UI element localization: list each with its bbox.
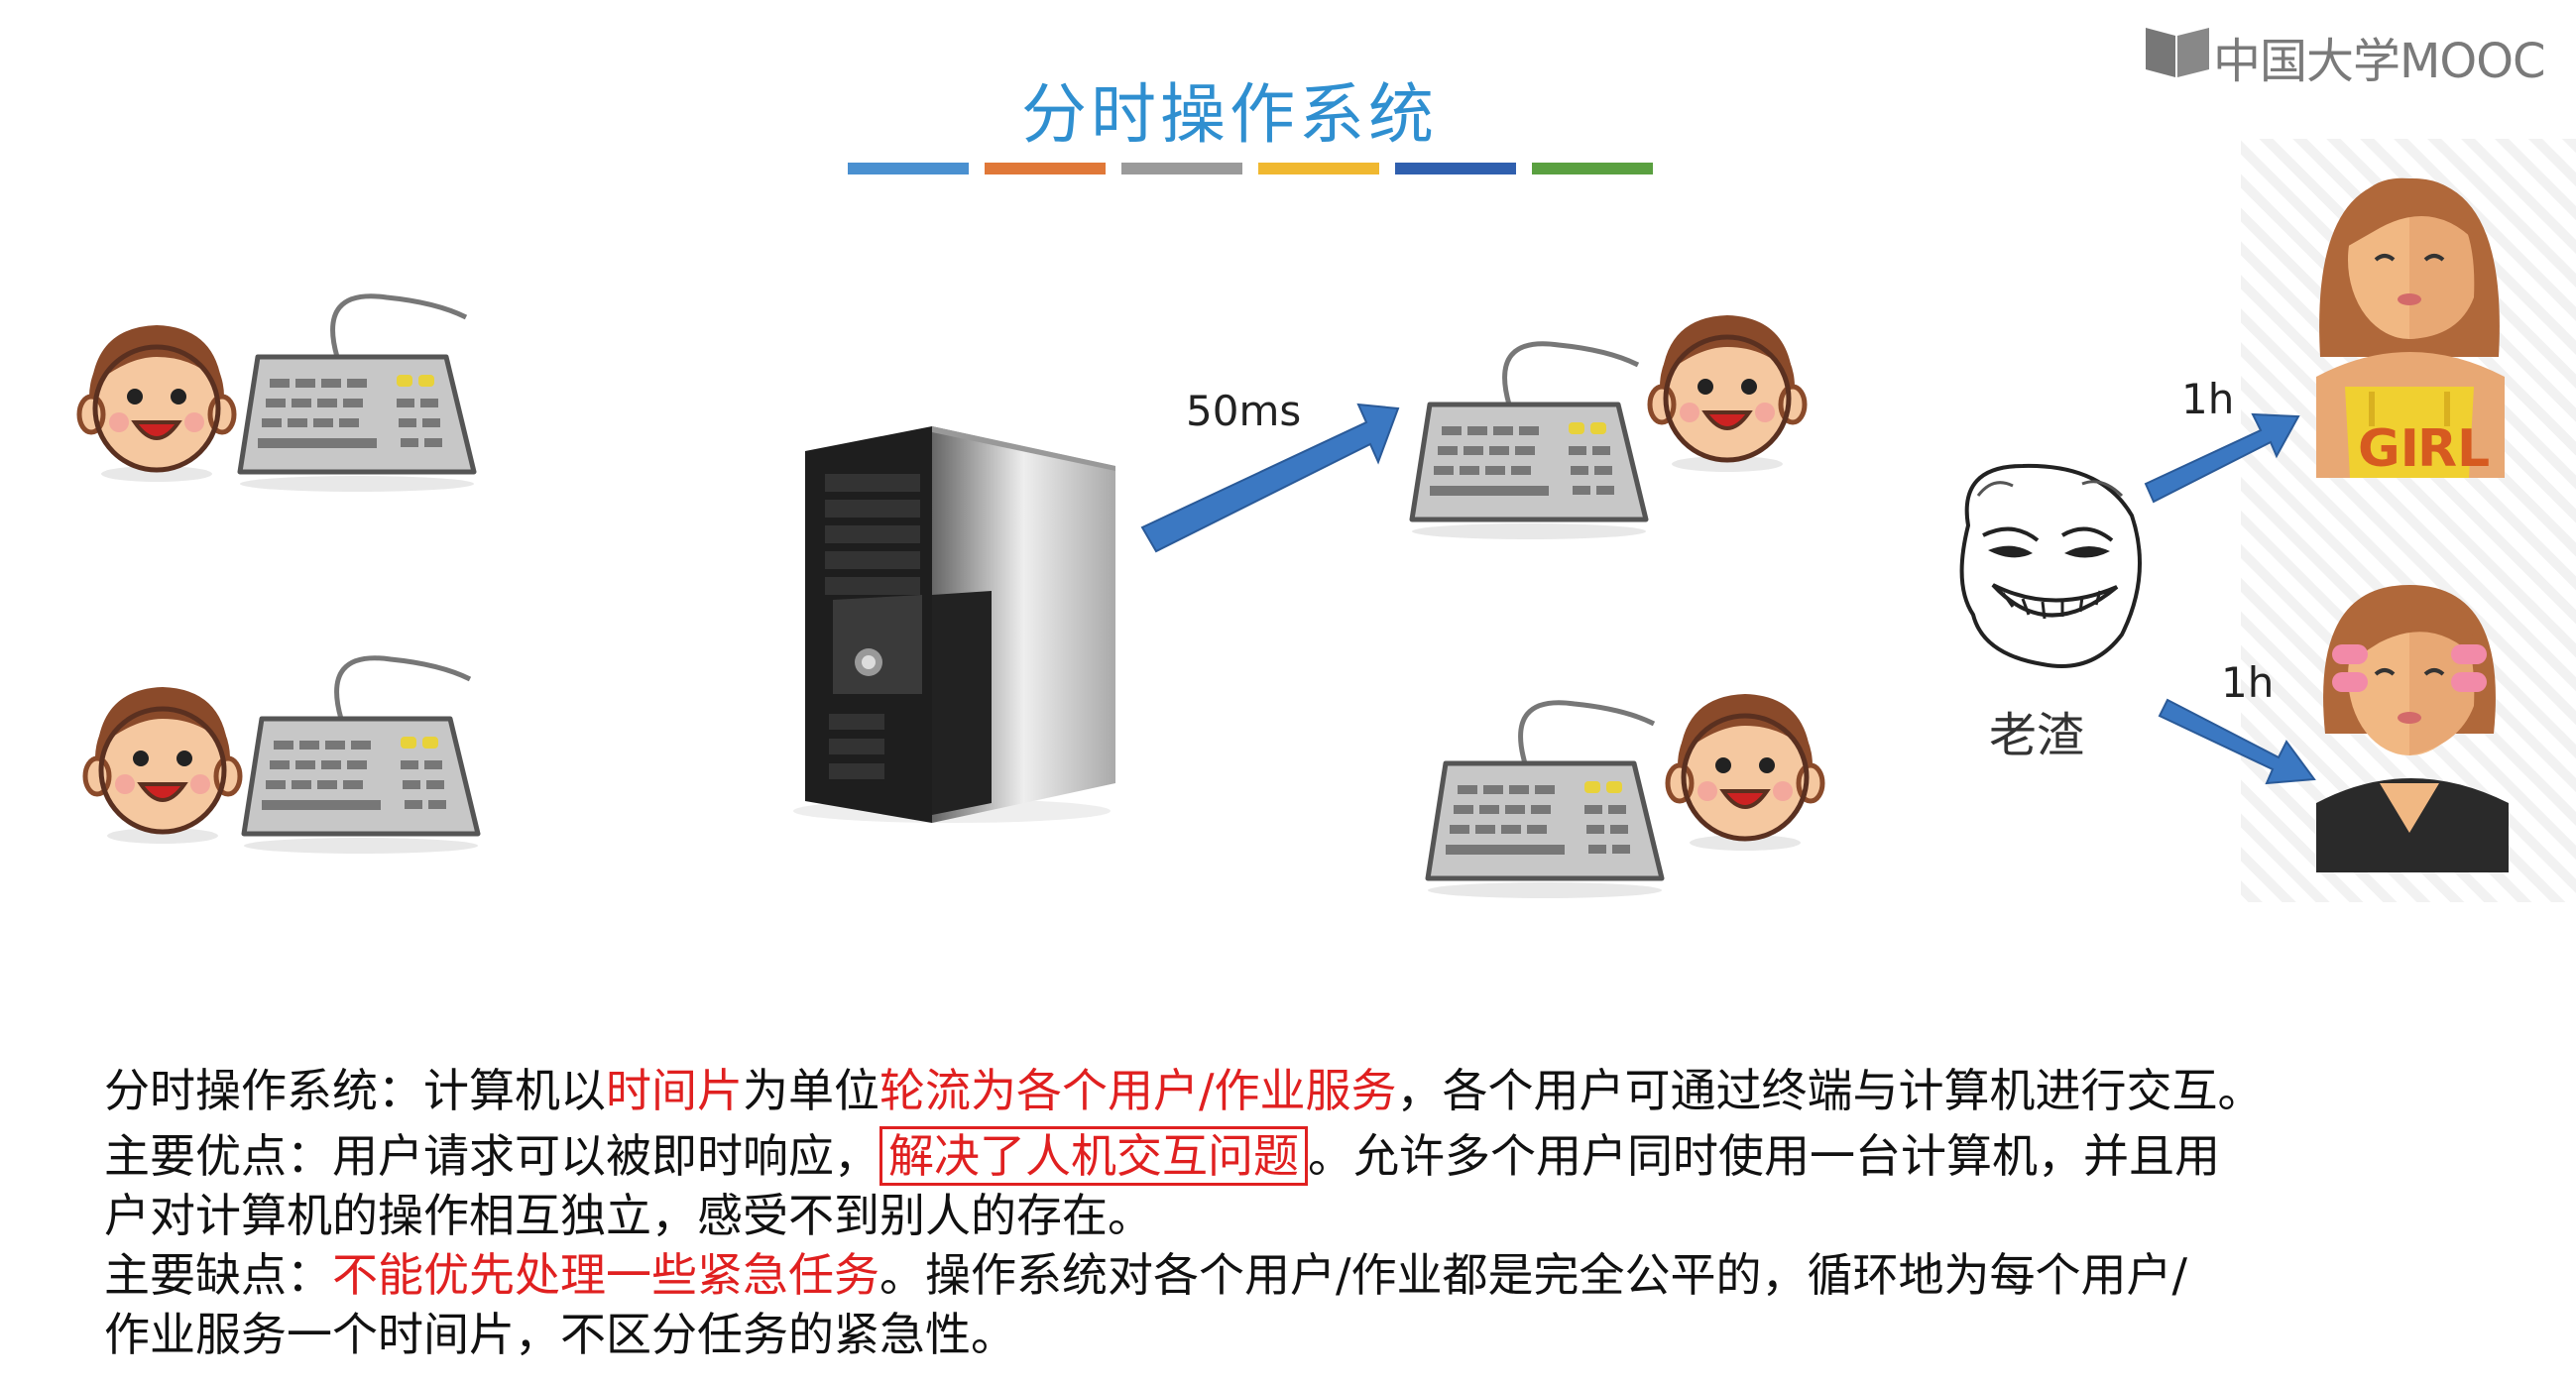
user-face-icon — [1668, 694, 1822, 851]
line2-highlight-boxed: 解决了人机交互问题 — [879, 1126, 1308, 1186]
troll-face-icon — [1959, 463, 2142, 668]
text-line-4: 主要缺点：不能优先处理一些紧急任务。操作系统对各个用户/作业都是完全公平的，循环… — [104, 1245, 2187, 1305]
line5-part-a: 作业服务一个时间片，不区分任务的紧急性。 — [104, 1308, 1016, 1361]
user-face-icon — [85, 687, 240, 844]
arrow-50ms — [1140, 403, 1400, 553]
line1-part-c: 为单位 — [743, 1064, 879, 1117]
line4-part-a: 主要缺点： — [104, 1248, 332, 1302]
text-line-2: 主要优点：用户请求可以被即时响应，解决了人机交互问题。允许多个用户同时使用一台计… — [104, 1126, 2220, 1186]
title-bar-segment — [848, 163, 969, 174]
arrow-label-1h-bottom: 1h — [2221, 658, 2275, 707]
text-line-5: 作业服务一个时间片，不区分任务的紧急性。 — [104, 1305, 1016, 1364]
slide-title-text: 分时操作系统 — [1021, 76, 1438, 153]
girl-avatar-top: GI RL — [2316, 177, 2505, 479]
text-line-1: 分时操作系统：计算机以时间片为单位轮流为各个用户/作业服务，各个用户可通过终端与… — [104, 1061, 2264, 1120]
arrow-1h-top — [2144, 412, 2300, 504]
arrow-label-50ms: 50ms — [1186, 387, 1302, 435]
title-bar-segment — [1258, 163, 1379, 174]
troll-caption: 老渣 — [1989, 708, 2085, 763]
title-bar-segment — [985, 163, 1106, 174]
computer-tower-icon — [793, 426, 1115, 823]
line3-part-a: 户对计算机的操作相互独立，感受不到别人的存在。 — [104, 1189, 1153, 1242]
keyboard-icon — [240, 296, 474, 492]
line1-part-a: 分时操作系统：计算机以 — [104, 1064, 606, 1117]
line2-part-c: 。允许多个用户同时使用一台计算机，并且用 — [1308, 1129, 2220, 1183]
title-bar-segment — [1395, 163, 1516, 174]
arrow-1h-bottom — [2158, 698, 2316, 785]
user-face-icon — [1650, 315, 1805, 472]
diagram-scene: GI RL — [0, 139, 2576, 902]
line1-part-e: ，各个用户可通过终端与计算机进行交互。 — [1396, 1064, 2264, 1117]
title-bar-segment — [1532, 163, 1653, 174]
arrow-label-1h-top: 1h — [2181, 375, 2235, 423]
line1-highlight-time-slice: 时间片 — [606, 1064, 743, 1117]
user-face-icon — [79, 325, 234, 482]
girl-avatar-bottom — [2316, 585, 2509, 872]
line1-highlight-round-robin: 轮流为各个用户/作业服务 — [879, 1064, 1397, 1117]
keyboard-icon — [1428, 703, 1662, 898]
line4-highlight-urgent: 不能优先处理一些紧急任务 — [332, 1248, 879, 1302]
line2-part-a: 主要优点：用户请求可以被即时响应， — [104, 1129, 879, 1183]
keyboard-icon — [1412, 344, 1646, 539]
text-line-3: 户对计算机的操作相互独立，感受不到别人的存在。 — [104, 1186, 1153, 1245]
girl-badge-right: RL — [2417, 419, 2490, 479]
mooc-logo-text: 中国大学MOOC — [2213, 34, 2545, 89]
title-bar-segment — [1121, 163, 1242, 174]
line4-part-c: 。操作系统对各个用户/作业都是完全公平的，循环地为每个用户/ — [879, 1248, 2187, 1302]
title-underline-bars — [848, 163, 1653, 174]
mooc-logo-icon — [2146, 28, 2209, 77]
keyboard-icon — [244, 658, 478, 854]
girl-badge-left: GI — [2358, 419, 2419, 479]
